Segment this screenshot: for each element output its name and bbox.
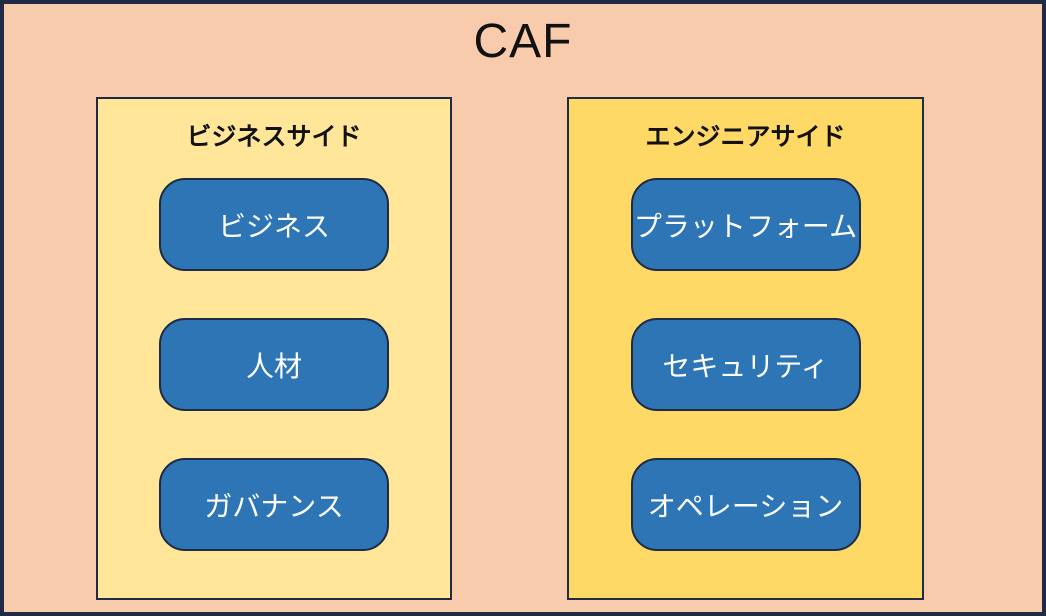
business-nodes: ビジネス 人材 ガバナンス bbox=[98, 178, 450, 551]
node-platform: プラットフォーム bbox=[630, 178, 861, 271]
node-security: セキュリティ bbox=[630, 318, 861, 411]
node-operation: オペレーション bbox=[630, 458, 861, 551]
node-human-resources: 人材 bbox=[159, 318, 389, 411]
panel-engineer-side: エンジニアサイド プラットフォーム セキュリティ オペレーション bbox=[567, 97, 924, 600]
node-governance: ガバナンス bbox=[159, 458, 389, 551]
node-business: ビジネス bbox=[159, 178, 389, 271]
panel-business-side: ビジネスサイド ビジネス 人材 ガバナンス bbox=[96, 97, 452, 600]
panel-engineer-title: エンジニアサイド bbox=[645, 123, 846, 151]
engineer-nodes: プラットフォーム セキュリティ オペレーション bbox=[569, 178, 922, 551]
panel-business-title: ビジネスサイド bbox=[186, 123, 362, 151]
diagram-title: CAF bbox=[473, 15, 573, 68]
